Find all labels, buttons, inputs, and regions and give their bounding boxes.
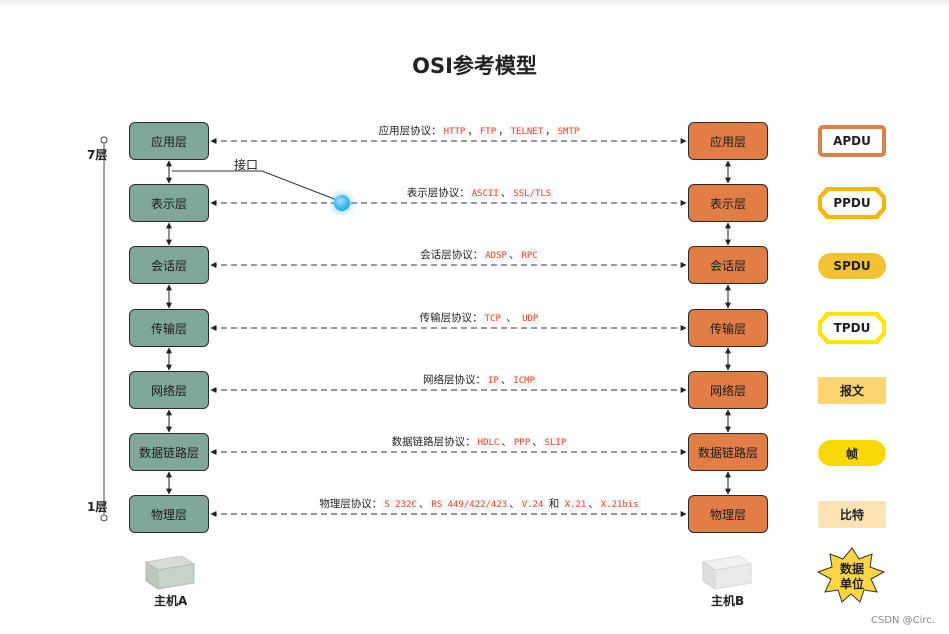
host-a-layer-7: 物理层 — [129, 495, 209, 533]
host-a-label: 主机A — [154, 594, 188, 608]
pdu-label: 比特 — [839, 508, 864, 522]
pdu-badge-4: TPDU — [818, 312, 886, 344]
protocol-prefix: 网络层协议： — [422, 374, 486, 386]
data-unit-star — [816, 547, 886, 603]
level-ruler-bottom-dot — [100, 514, 108, 522]
protocol-name: SMTP — [555, 126, 582, 138]
protocol-separator: ， — [467, 125, 478, 137]
pdu-badge-1: APDU — [818, 125, 886, 157]
top-border — [0, 0, 949, 6]
protocol-name: SSL/TLS — [511, 188, 554, 200]
protocol-label-4: 传输层协议：TCP 、 UDP — [290, 310, 670, 325]
pdu-badge-7: 比特 — [818, 501, 886, 528]
protocol-name: TELNET — [508, 126, 546, 138]
protocol-separator: 和 — [545, 498, 563, 510]
protocol-prefix: 表示层协议： — [406, 187, 470, 199]
protocol-name: PPP — [511, 437, 533, 449]
protocol-label-2: 表示层协议：ASCII、SSL/TLS — [290, 185, 670, 200]
data-unit-label-line2: 单位 — [839, 577, 864, 591]
protocol-name: S 232C — [382, 499, 419, 511]
interface-label: 接口 — [234, 158, 259, 172]
pdu-badge-5: 报文 — [818, 377, 886, 404]
protocol-separator: ， — [545, 125, 556, 137]
host-b-layer-7: 物理层 — [688, 495, 768, 533]
host-b-layer-3: 会话层 — [688, 246, 768, 284]
protocol-name: ASCII — [469, 188, 501, 200]
pdu-label: SPDU — [833, 259, 871, 273]
data-unit-label-line1: 数据 — [839, 562, 864, 576]
protocol-name: TCP — [482, 313, 503, 325]
protocol-separator: ， — [498, 125, 509, 137]
level-bottom-label: 1层 — [87, 500, 108, 514]
protocol-name: X.21bis — [598, 499, 641, 511]
watermark: CSDN @Circ. — [870, 615, 935, 626]
protocol-name: V.24 — [519, 499, 546, 511]
protocol-separator: 、 — [502, 312, 521, 324]
pdu-badge-6: 帧 — [818, 440, 886, 466]
protocol-name: X.21 — [562, 499, 589, 511]
protocol-prefix: 应用层协议： — [378, 125, 442, 137]
level-top-label: 7层 — [87, 148, 108, 162]
protocol-separator: 、 — [501, 436, 512, 448]
data-unit-label: 数据 单位 — [830, 562, 874, 592]
protocol-name: HDLC — [475, 437, 502, 449]
protocol-name: IP — [485, 375, 501, 387]
interface-pointer — [172, 170, 343, 203]
protocol-name: RPC — [519, 250, 540, 262]
interface-point-icon — [334, 195, 350, 211]
host-b-layer-5: 网络层 — [688, 371, 768, 409]
host-b-layer-1: 应用层 — [688, 122, 768, 160]
host-a-layer-5: 网络层 — [129, 371, 209, 409]
pdu-badge-3: SPDU — [818, 253, 886, 279]
protocol-separator: 、 — [500, 187, 512, 199]
protocol-name: FTP — [477, 126, 499, 138]
protocol-separator: 、 — [500, 374, 512, 386]
protocol-prefix: 会话层协议： — [420, 249, 484, 261]
protocol-label-6: 数据链路层协议：HDLC、PPP、SLIP — [290, 434, 670, 449]
protocol-name: SLIP — [542, 437, 569, 449]
pdu-label: 帧 — [845, 446, 858, 461]
protocol-separator: 、 — [532, 436, 543, 448]
protocol-separator: 、 — [509, 498, 520, 510]
host-a-layer-2: 表示层 — [129, 184, 209, 222]
protocol-name: ICMP — [511, 375, 538, 387]
host-a-computer-icon — [144, 555, 196, 590]
protocol-name: ADSP — [483, 250, 509, 262]
host-a-layer-4: 传输层 — [129, 309, 209, 347]
protocol-prefix: 物理层协议： — [319, 498, 383, 510]
host-a-layer-6: 数据链路层 — [129, 433, 209, 471]
page-title: OSI参考模型 — [412, 54, 537, 78]
pdu-label: APDU — [833, 134, 871, 148]
protocol-name: UDP — [520, 313, 541, 325]
protocol-prefix: 数据链路层协议： — [391, 436, 476, 448]
protocol-label-7: 物理层协议：S 232C、RS 449/422/423、V.24 和 X.21、… — [290, 496, 670, 511]
pdu-label: PPDU — [822, 191, 882, 215]
pdu-label: TPDU — [822, 316, 882, 340]
host-a-layer-1: 应用层 — [129, 122, 209, 160]
protocol-name: RS 449/422/423 — [429, 499, 510, 511]
host-b-label: 主机B — [711, 594, 745, 608]
protocol-separator: 、 — [418, 498, 430, 510]
host-a-layer-3: 会话层 — [129, 246, 209, 284]
protocol-prefix: 传输层协议： — [419, 312, 483, 324]
protocol-label-5: 网络层协议：IP、ICMP — [290, 372, 670, 387]
protocol-separator: 、 — [588, 498, 599, 510]
pdu-label: 报文 — [839, 384, 864, 398]
level-ruler-top-dot — [100, 136, 108, 144]
host-b-computer-icon — [701, 555, 753, 590]
host-b-layer-2: 表示层 — [688, 184, 768, 222]
protocol-label-3: 会话层协议：ADSP、RPC — [290, 247, 670, 262]
host-b-layer-6: 数据链路层 — [688, 433, 768, 471]
protocol-name: HTTP — [441, 126, 468, 138]
protocol-label-1: 应用层协议：HTTP，FTP，TELNET，SMTP — [290, 123, 670, 138]
protocol-separator: 、 — [508, 249, 520, 261]
host-b-layer-4: 传输层 — [688, 309, 768, 347]
pdu-badge-2: PPDU — [818, 187, 886, 219]
